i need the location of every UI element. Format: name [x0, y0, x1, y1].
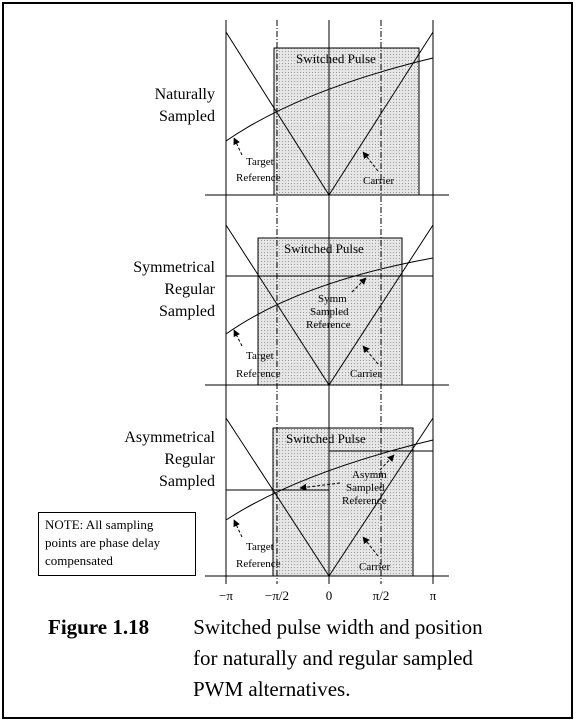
caption-text-2: for naturally and regular sampled: [193, 646, 473, 670]
tick-zero: 0: [326, 588, 333, 603]
row-label-line: Sampled: [159, 108, 215, 125]
note-line: NOTE: All sampling: [45, 517, 154, 532]
target-label: Target: [246, 350, 274, 362]
arrow-target: [233, 137, 243, 156]
note-line: compensated: [45, 553, 113, 568]
tick-minus-half-pi: −π/2: [265, 588, 289, 603]
note-box: NOTE: All sampling points are phase dela…: [38, 512, 196, 576]
symm-label-3: Reference: [306, 319, 351, 331]
row-label-line: Asymmetrical: [124, 429, 215, 446]
asymm-label-2: Sampled: [346, 482, 385, 494]
arrow-carrier: [362, 345, 379, 365]
figure-frame: [2, 2, 573, 719]
asymm-label-1: Asymm: [352, 469, 387, 481]
reference-curve: [225, 57, 434, 142]
carrier-label: Carrier: [350, 368, 381, 380]
carrier-up: [328, 224, 434, 386]
switched-pulse-label: Switched Pulse: [286, 431, 366, 446]
reference-curve: [225, 257, 434, 335]
switched-pulse-label: Switched Pulse: [284, 241, 364, 256]
caption-first-line: Figure 1.18 Switched pulse width and pos…: [48, 612, 566, 643]
reference-label: Reference: [236, 368, 281, 380]
caption-text-3: PWM alternatives.: [193, 677, 351, 701]
arrow-asymm-left: [299, 482, 341, 491]
switched-pulse-shade: [272, 427, 414, 577]
panel-asymmetrical-sampled: Switched Pulse Asymm Sampled Reference T…: [225, 417, 434, 577]
tick-half-pi: π/2: [373, 588, 390, 603]
note-line: points are phase delay: [45, 535, 161, 550]
carrier-label: Carrier: [359, 561, 390, 573]
reference-curve: [225, 439, 434, 521]
row-label-naturally-sampled: Naturally Sampled: [100, 84, 215, 128]
figure-caption: Figure 1.18 Switched pulse width and pos…: [48, 612, 566, 705]
row-label-line: Sampled: [159, 303, 215, 320]
arrow-carrier: [362, 536, 379, 557]
arrow-symm: [351, 277, 367, 293]
arrow-target: [233, 519, 243, 538]
arrow-carrier: [362, 151, 379, 172]
reference-label: Reference: [236, 558, 281, 570]
row-label-asymmetrical-sampled: Asymmetrical Regular Sampled: [100, 427, 215, 493]
row-label-line: Naturally: [154, 86, 215, 103]
switched-pulse-label: Switched Pulse: [296, 51, 376, 66]
tick-minus-pi: −π: [219, 588, 233, 603]
switched-pulse-shade: [273, 47, 420, 196]
figure-number: Figure 1.18: [48, 615, 150, 639]
arrow-asymm-right: [379, 454, 395, 471]
panel-symmetrical-sampled: Switched Pulse Symm Sampled Reference Ta…: [225, 224, 434, 386]
reference-label: Reference: [236, 172, 281, 184]
panel-naturally-sampled: Switched Pulse Target Reference Carrier: [225, 31, 434, 196]
asymm-label-3: Reference: [342, 495, 387, 507]
target-label: Target: [246, 541, 274, 553]
row-label-line: Regular: [164, 281, 215, 298]
row-label-line: Regular: [164, 451, 215, 468]
carrier-label: Carrier: [363, 175, 394, 187]
row-label-line: Symmetrical: [133, 259, 215, 276]
row-label-symmetrical-sampled: Symmetrical Regular Sampled: [100, 257, 215, 323]
target-label: Target: [246, 156, 274, 168]
caption-text-1: Switched pulse width and position: [193, 615, 483, 639]
symm-label-1: Symm: [318, 293, 347, 305]
row-label-line: Sampled: [159, 473, 215, 490]
arrow-target: [233, 329, 243, 347]
tick-pi: π: [430, 588, 437, 603]
